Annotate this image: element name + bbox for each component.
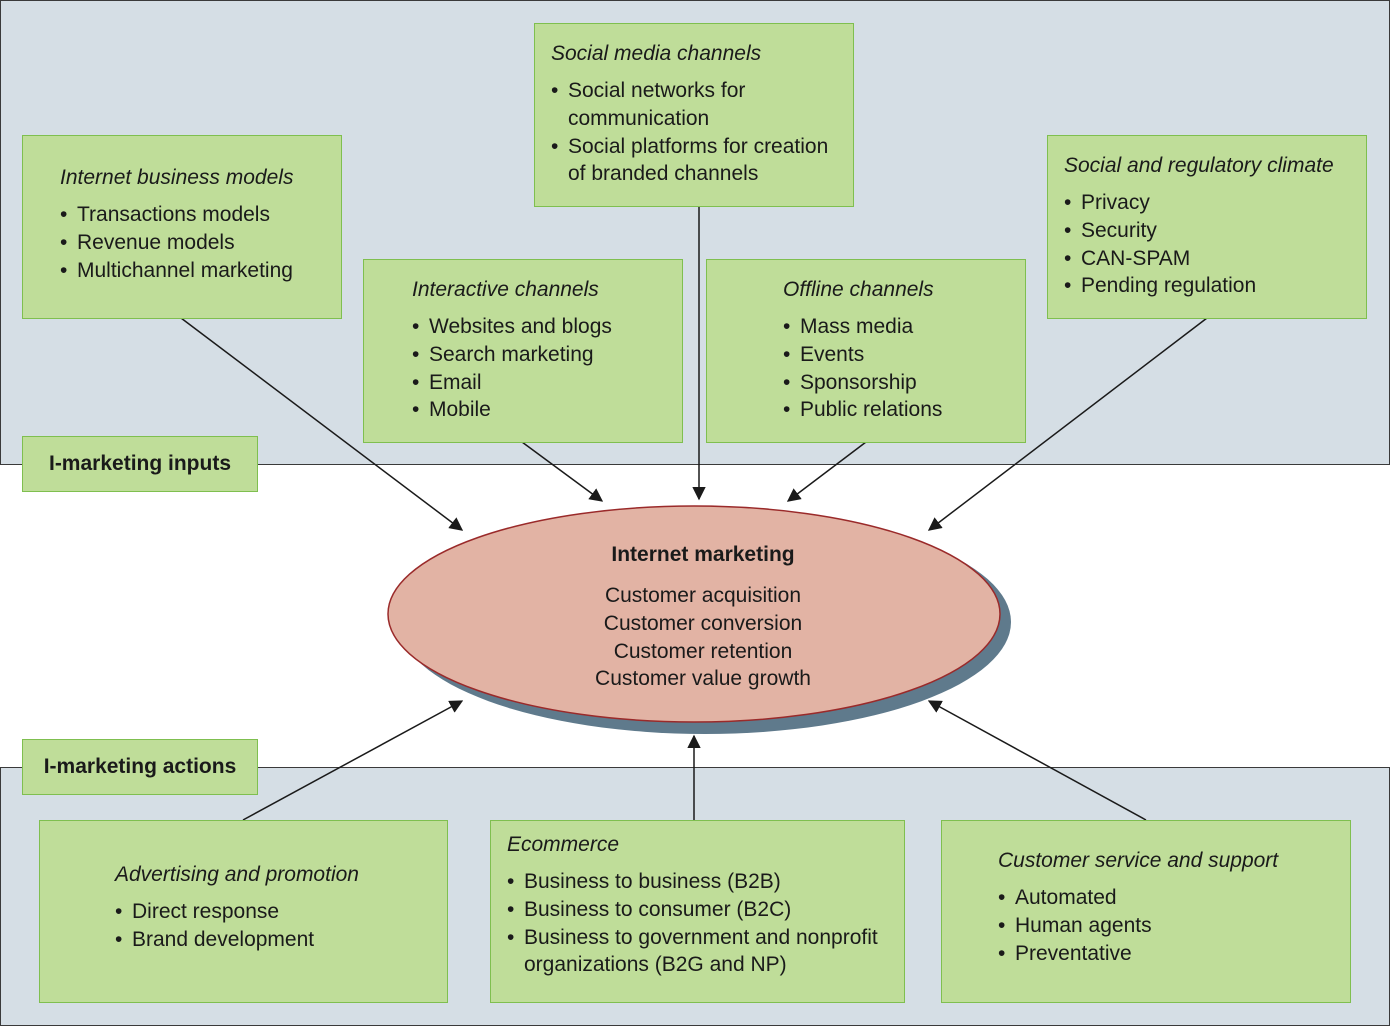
center-title: Internet marketing [611, 543, 795, 566]
list-item: Revenue models [60, 229, 341, 257]
box-title: Internet business models [60, 166, 294, 189]
list-item: Security [1064, 217, 1366, 245]
list-item: Mass media [783, 313, 1025, 341]
list-item: Social platforms for creation of branded… [551, 133, 841, 189]
list-item: Events [783, 341, 1025, 369]
inputs-label: I-marketing inputs [22, 436, 258, 492]
list-item: CAN-SPAM [1064, 245, 1366, 273]
box-title: Social media channels [551, 42, 762, 65]
center-line: Customer conversion [603, 611, 803, 635]
list-item: Brand development [115, 926, 447, 954]
list-item: Automated [998, 884, 1350, 912]
list-item: Social networks for communication [551, 77, 841, 133]
box-advertising-promotion: Advertising and promotion Direct respons… [39, 820, 448, 1003]
box-title: Customer service and support [998, 849, 1279, 872]
list-item: Mobile [412, 396, 682, 424]
list-item: Human agents [998, 912, 1350, 940]
arrow-regulatory [927, 317, 1208, 531]
box-title: Social and regulatory climate [1064, 154, 1334, 177]
internet-marketing-center: Internet marketing Customer acquisition … [503, 540, 903, 693]
box-social-regulatory-climate: Social and regulatory climate Privacy Se… [1047, 135, 1367, 319]
list-item: Transactions models [60, 201, 341, 229]
center-ellipse [387, 505, 1001, 723]
list-item: Business to business (B2B) [507, 868, 899, 896]
arrow-business-models [180, 317, 464, 531]
box-social-media-channels: Social media channels Social networks fo… [534, 23, 854, 207]
center-line: Customer acquisition [604, 584, 802, 607]
center-line: Customer value growth [595, 667, 811, 691]
box-title: Ecommerce [507, 833, 620, 856]
box-internet-business-models: Internet business models Transactions mo… [22, 135, 342, 319]
box-title: Interactive channels [412, 278, 599, 301]
box-offline-channels: Offline channels Mass media Events Spons… [706, 259, 1026, 443]
arrow-interactive-channels [521, 441, 604, 502]
list-item: Search marketing [412, 341, 682, 369]
list-item: Sponsorship [783, 369, 1025, 397]
arrow-customer-service [927, 700, 1147, 821]
list-item: Public relations [783, 396, 1025, 424]
list-item: Business to consumer (B2C) [507, 896, 899, 924]
center-line: Customer retention [613, 639, 793, 663]
list-item: Multichannel marketing [60, 257, 341, 285]
list-item: Direct response [115, 898, 447, 926]
list-item: Preventative [998, 940, 1350, 968]
box-customer-service-support: Customer service and support Automated H… [941, 820, 1351, 1003]
arrow-offline-channels [786, 441, 867, 502]
list-item: Privacy [1064, 189, 1366, 217]
box-title: Offline channels [783, 278, 934, 301]
box-interactive-channels: Interactive channels Websites and blogs … [363, 259, 683, 443]
list-item: Pending regulation [1064, 272, 1366, 300]
list-item: Websites and blogs [412, 313, 682, 341]
actions-label: I-marketing actions [22, 739, 258, 795]
box-ecommerce: Ecommerce Business to business (B2B) Bus… [490, 820, 905, 1003]
list-item: Business to government and nonprofit org… [507, 924, 899, 980]
list-item: Email [412, 369, 682, 397]
box-title: Advertising and promotion [115, 863, 359, 886]
arrow-advertising [242, 700, 464, 821]
